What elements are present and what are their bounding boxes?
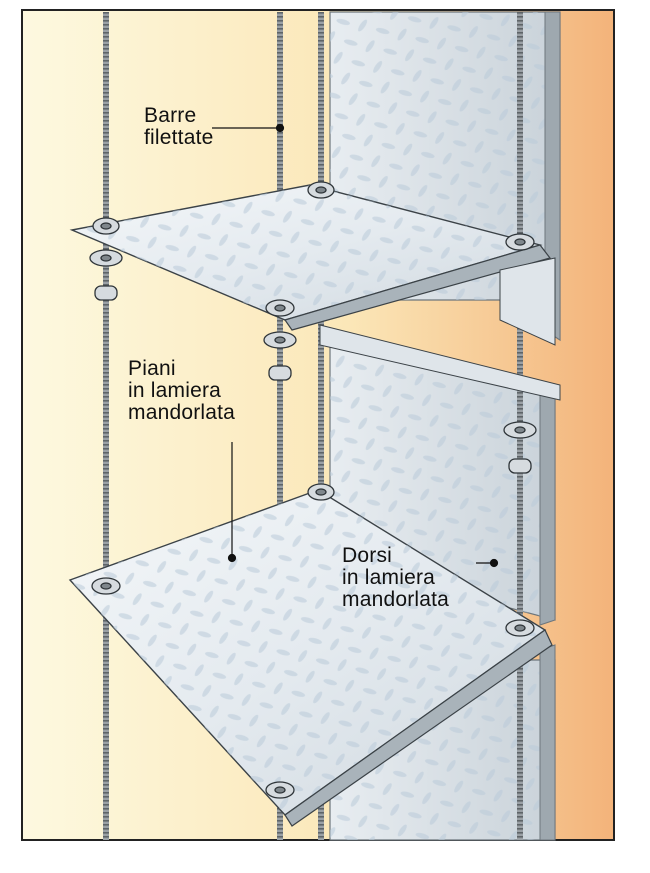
label-backs: Dorsi in lamiera mandorlata (342, 545, 449, 611)
label-shelves-line2: in lamiera (128, 379, 222, 402)
nut-lower-right (505, 619, 535, 637)
leader-lines (212, 123, 499, 568)
label-shelves: Piani in lamiera mandorlata (128, 358, 235, 424)
leader-backs-dot (489, 558, 499, 568)
nuts-and-washers (89, 181, 537, 799)
label-backs-line2: in lamiera (342, 566, 436, 589)
shelf-upper (69, 184, 556, 346)
label-backs-line1: Dorsi (342, 544, 393, 567)
shelf-lower (68, 489, 553, 827)
nut-upper-front (265, 299, 295, 317)
washer-upper-front (263, 331, 297, 349)
label-shelves-line1: Piani (128, 357, 176, 380)
leader-shelves-dot (227, 553, 237, 563)
leader-rods-dot (275, 123, 285, 133)
rod-2 (277, 12, 283, 840)
rod-3 (318, 12, 324, 840)
nut-upper-front-lower (268, 365, 292, 381)
washer-upper-left (89, 249, 123, 267)
nut-right-middle (508, 458, 532, 474)
washer-right-middle (503, 421, 537, 439)
nut-upper-right (505, 233, 535, 251)
label-threaded-rods-line1: Barre (144, 104, 197, 127)
nut-upper-left (92, 217, 120, 235)
label-threaded-rods: Barre filettate (144, 105, 214, 149)
label-shelves-line3: mandorlata (128, 401, 236, 424)
nut-lower-left (91, 577, 121, 595)
rod-1 (103, 12, 109, 840)
nut-lower-front (265, 781, 295, 799)
nut-lower-back (307, 483, 335, 501)
nut-upper-left-lower (94, 285, 118, 301)
label-backs-line3: mandorlata (342, 588, 450, 611)
nut-upper-back (307, 181, 335, 199)
label-threaded-rods-line2: filettate (144, 126, 214, 149)
back-flange-middle (319, 324, 561, 401)
